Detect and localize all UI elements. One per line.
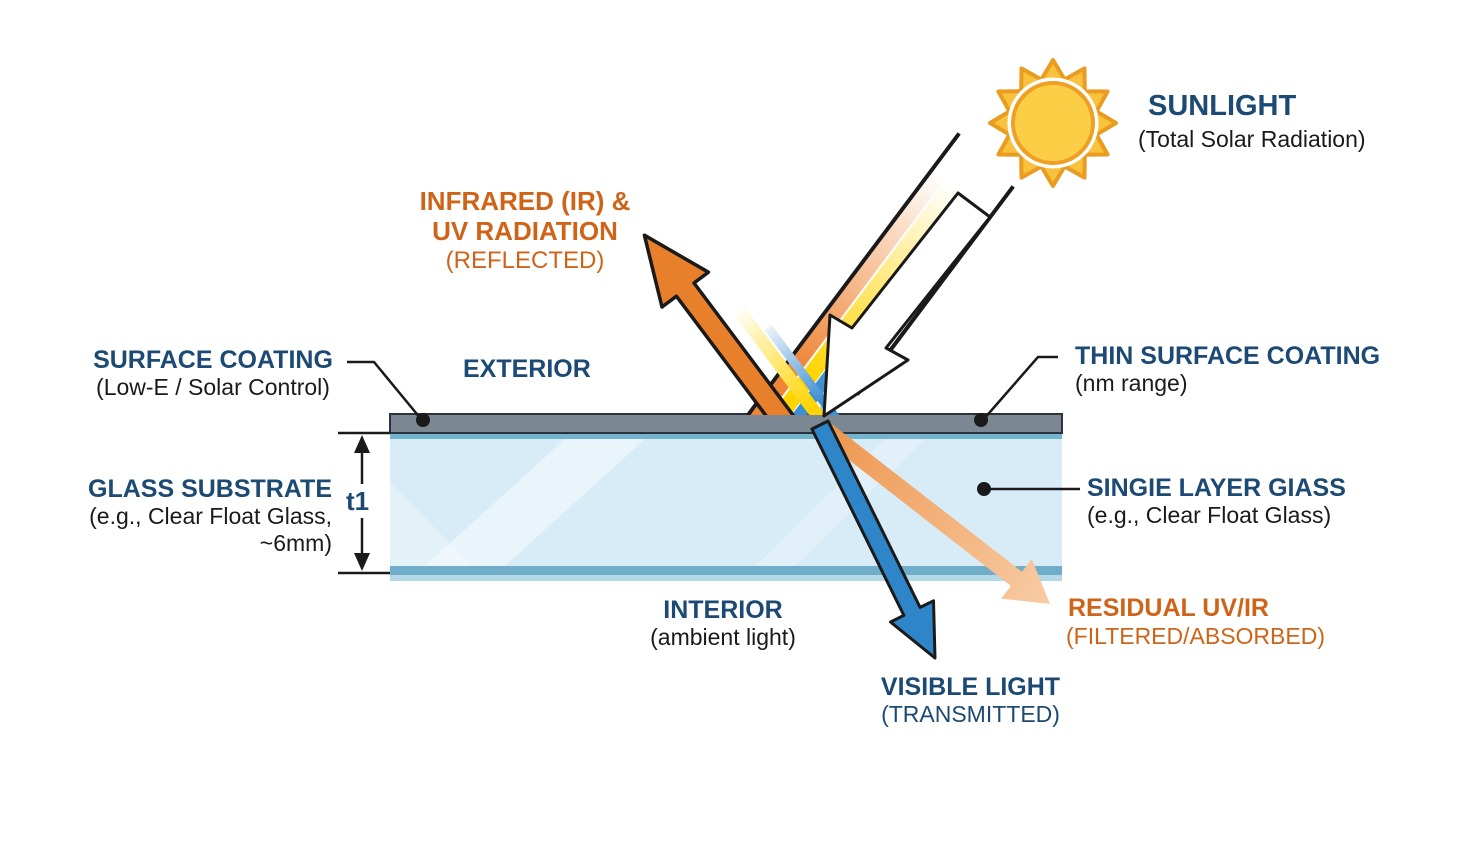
sun-icon [988,58,1118,188]
glass-highlight [425,439,645,566]
incidence-white-arrow [822,191,992,418]
surface-coating-label: SURFACE COATING (Low-E / Solar Control) [73,346,353,401]
coating-bar [389,413,1063,434]
glass-substrate-subtitle1: (e.g., Clear Float Glass, [89,503,332,529]
residual-subtitle: (FILTERED/ABSORBED) [1066,623,1325,649]
reflected-label-line1: INFRARED (IR) & [419,186,631,216]
surface-coating-leader [347,360,422,420]
visible-light-arrow [810,419,937,660]
reflected-label-line2: UV RADIATION [432,216,618,246]
reflected-beam [642,233,844,415]
glass-slab [389,413,1063,581]
glass-top-edge [390,433,1062,439]
single-layer-glass-subtitle: (e.g., Clear Float Glass) [1087,502,1332,528]
interior-subtitle: (ambient light) [650,624,796,650]
thickness-dimension [338,431,390,575]
single-glass-dot [977,482,991,496]
visible-light-label: VISIBLE LIGHT (TRANSMITTED) [858,673,1083,728]
interior-title: INTERIOR [663,596,783,624]
glass-substrate-title: GLASS SUBSTRATE [88,475,332,503]
thin-coating-dot [974,413,988,427]
exterior-label: EXTERIOR [463,355,591,383]
glass-highlight [390,482,472,566]
beam-orange-stripe [744,134,973,415]
glass-bottom-edge [390,566,1062,575]
infrared-uv-reflected-arrow [642,233,816,415]
sunlight-subtitle: (Total Solar Radiation) [1138,126,1366,152]
glass-bottom-face [390,575,1062,581]
glass-body [390,439,1062,566]
surface-coating-subtitle: (Low-E / Solar Control) [96,374,330,400]
visible-light-title: VISIBLE LIGHT [880,673,1061,701]
thickness-t1-label: t1 [346,486,370,516]
beam-yellow-stripe [757,144,987,415]
sunlight-title: SUNLIGHT [1148,90,1297,122]
reflected-label-line3: (REFLECTED) [445,247,605,274]
thin-surface-coating-title: THIN SURFACE COATING [1075,342,1381,370]
glass-substrate-label: GLASS SUBSTRATE (e.g., Clear Float Glass… [40,475,332,557]
reflected-label: INFRARED (IR) & UV RADIATION (REFLECTED) [405,186,645,276]
thin-coating-leader [982,355,1058,421]
residual-uv-ir-arrow [819,423,1050,604]
surface-coating-dot [416,413,430,427]
reflected-yellow-stripe [734,307,835,415]
single-layer-glass-title: SINGIE LAYER GIASS [1087,474,1346,502]
residual-title: RESIDUAL UV/IR [1068,594,1269,622]
thin-surface-coating-subtitle: (nm range) [1075,370,1188,396]
surface-coating-title: SURFACE COATING [93,346,333,374]
visible-light-subtitle: (TRANSMITTED) [881,701,1060,727]
leader-lines [347,355,1080,491]
interior-label: INTERIOR (ambient light) [628,596,818,651]
glass-substrate-subtitle2: ~6mm) [259,530,332,556]
